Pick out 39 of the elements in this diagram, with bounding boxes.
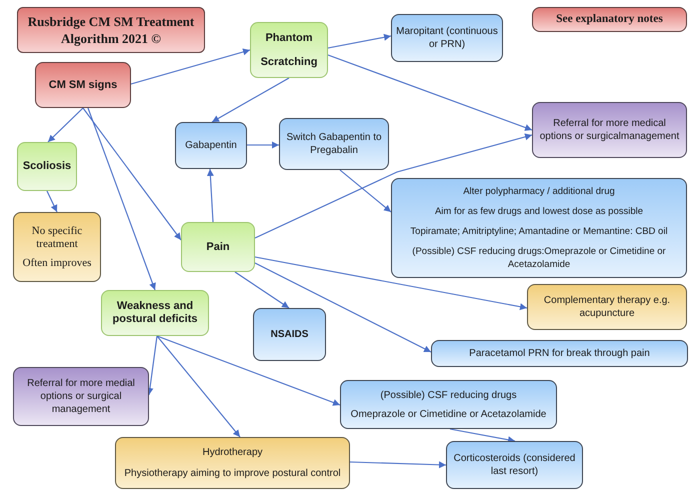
process-box: (Possible) CSF reducing drugs Omeprazole or Cimetidine or Acetazolamide (340, 380, 557, 429)
process-box: Complementary therapy e.g. acupuncture (527, 284, 687, 330)
arrow (340, 170, 392, 212)
process-box: CM SM signs (35, 62, 131, 108)
process-box: No specific treatment Often improves (13, 212, 101, 282)
process-box: Gabapentin (175, 122, 247, 169)
process-box: Paracetamol PRN for break through pain (431, 340, 688, 367)
arrow (328, 54, 532, 131)
arrow (87, 108, 156, 290)
process-box: Switch Gabapentin to Pregabalin (279, 118, 389, 170)
arrow (234, 272, 290, 308)
process-box: Scoliosis (17, 142, 77, 191)
arrow (206, 168, 214, 222)
title-box: Rusbridge CM SM Treatment Algorithm 2021 © (17, 7, 205, 53)
process-box: Pain (181, 222, 255, 272)
process-box: Weakness and postural deficits (101, 290, 209, 336)
process-box: Corticosteroids (considered last resort) (446, 441, 583, 489)
arrow (48, 108, 84, 142)
arrow (350, 461, 446, 468)
arrow (156, 335, 340, 406)
arrow (46, 190, 58, 212)
process-box: NSAIDS (253, 308, 326, 361)
process-box: See explanatory notes (532, 7, 687, 32)
arrow (254, 133, 532, 238)
process-box: Referral for more medical options or surgicalmanagement (532, 102, 687, 158)
process-box: Phantom Scratching (250, 22, 328, 78)
process-box: Hydrotherapy Physiotherapy aiming to improve postural control (115, 437, 350, 489)
arrow (450, 428, 516, 444)
arrow (212, 78, 290, 122)
arrow (82, 108, 182, 240)
arrow (130, 48, 250, 85)
arrow (156, 336, 240, 438)
process-box: Referral for more medial options or surgical management (13, 367, 149, 426)
process-box: Maropitant (continuous or PRN) (391, 14, 503, 62)
arrow (254, 262, 432, 352)
arrow (328, 34, 392, 49)
arrow (247, 142, 279, 148)
process-box: Alter polypharmacy / additional drug Aim for as few drugs and lowest dose as possible Topiramate; Amitriptyline; Amantadine or Memantine: CBD oil (Possible) CSF reducing drugs:Omeprazole or Cimetidine or Acetazolamide (391, 178, 687, 278)
arrow (254, 256, 528, 310)
